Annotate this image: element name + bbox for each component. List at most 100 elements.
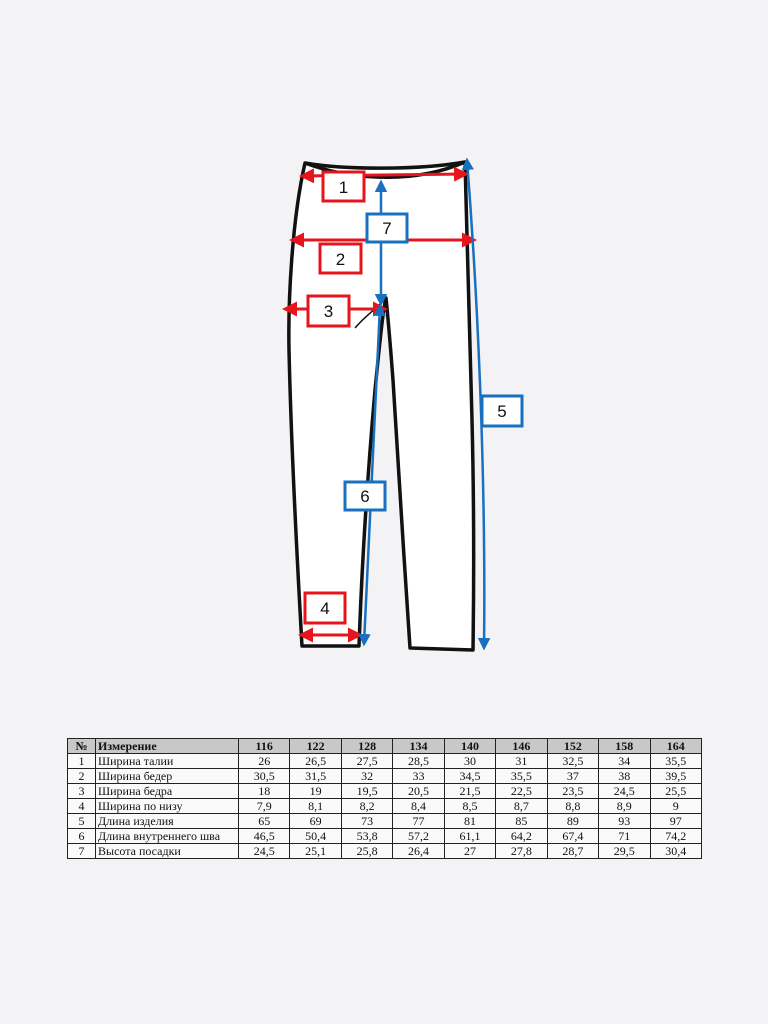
row-value: 27,8 xyxy=(495,843,548,859)
row-value: 24,5 xyxy=(598,783,651,799)
header-size: 122 xyxy=(289,738,342,754)
row-value: 26,4 xyxy=(392,843,445,859)
row-value: 65 xyxy=(237,813,291,829)
row-value: 30,4 xyxy=(649,843,702,859)
row-value: 23,5 xyxy=(546,783,600,799)
row-measurement-name: Длина изделия xyxy=(95,813,239,829)
row-value: 77 xyxy=(392,813,445,829)
row-value: 97 xyxy=(649,813,702,829)
row-value: 31,5 xyxy=(289,768,342,784)
row-value: 29,5 xyxy=(598,843,651,859)
row-value: 57,2 xyxy=(392,828,445,844)
row-value: 37 xyxy=(546,768,600,784)
row-value: 8,9 xyxy=(598,798,651,814)
row-value: 28,7 xyxy=(546,843,600,859)
row-value: 38 xyxy=(598,768,651,784)
row-value: 30 xyxy=(443,753,497,769)
length-arrow xyxy=(461,157,491,651)
row-value: 28,5 xyxy=(392,753,445,769)
row-number: 5 xyxy=(67,813,96,829)
row-number: 3 xyxy=(67,783,96,799)
row-value: 71 xyxy=(598,828,651,844)
size-chart-table: № Измерение 116 122 128 134 140 146 152 … xyxy=(67,738,702,859)
header-size: 164 xyxy=(649,738,702,754)
row-value: 67,4 xyxy=(546,828,600,844)
header-size: 152 xyxy=(546,738,600,754)
row-measurement-name: Ширина талии xyxy=(95,753,239,769)
row-value: 9 xyxy=(649,798,702,814)
row-value: 74,2 xyxy=(649,828,702,844)
row-value: 8,2 xyxy=(340,798,394,814)
row-value: 25,8 xyxy=(340,843,394,859)
row-number: 6 xyxy=(67,828,96,844)
row-value: 19 xyxy=(289,783,342,799)
row-value: 24,5 xyxy=(237,843,291,859)
header-measurement: Измерение xyxy=(95,738,239,754)
row-value: 22,5 xyxy=(495,783,548,799)
label-5: 5 xyxy=(480,394,524,428)
label-4: 4 xyxy=(303,591,347,625)
header-size: 146 xyxy=(495,738,548,754)
row-value: 73 xyxy=(340,813,394,829)
row-value: 32,5 xyxy=(546,753,600,769)
label-3: 3 xyxy=(306,294,351,328)
row-value: 26,5 xyxy=(289,753,342,769)
header-size: 116 xyxy=(237,738,291,754)
row-value: 64,2 xyxy=(495,828,548,844)
header-size: 158 xyxy=(598,738,651,754)
row-number: 4 xyxy=(67,798,96,814)
label-6-text: 6 xyxy=(360,487,369,506)
label-7-text: 7 xyxy=(382,219,391,238)
row-value: 93 xyxy=(598,813,651,829)
row-value: 18 xyxy=(237,783,291,799)
row-value: 46,5 xyxy=(237,828,291,844)
row-value: 31 xyxy=(495,753,548,769)
row-value: 8,7 xyxy=(495,798,548,814)
row-value: 25,5 xyxy=(649,783,702,799)
row-value: 61,1 xyxy=(443,828,497,844)
header-size: 140 xyxy=(443,738,497,754)
row-value: 21,5 xyxy=(443,783,497,799)
row-value: 89 xyxy=(546,813,600,829)
row-measurement-name: Ширина по низу xyxy=(95,798,239,814)
row-value: 8,4 xyxy=(392,798,445,814)
row-value: 8,8 xyxy=(546,798,600,814)
row-value: 34,5 xyxy=(443,768,497,784)
row-value: 35,5 xyxy=(649,753,702,769)
row-number: 7 xyxy=(67,843,96,859)
label-7: 7 xyxy=(365,212,409,244)
row-measurement-name: Ширина бедер xyxy=(95,768,239,784)
label-1-text: 1 xyxy=(339,178,348,197)
row-measurement-name: Высота посадки xyxy=(95,843,239,859)
row-value: 30,5 xyxy=(237,768,291,784)
row-value: 39,5 xyxy=(649,768,702,784)
row-value: 35,5 xyxy=(495,768,548,784)
row-value: 34 xyxy=(598,753,651,769)
row-value: 20,5 xyxy=(392,783,445,799)
row-value: 26 xyxy=(237,753,291,769)
row-value: 32 xyxy=(340,768,394,784)
label-3-text: 3 xyxy=(324,302,333,321)
row-value: 27 xyxy=(443,843,497,859)
label-2-text: 2 xyxy=(336,250,345,269)
row-value: 85 xyxy=(495,813,548,829)
row-number: 2 xyxy=(67,768,96,784)
row-value: 69 xyxy=(289,813,342,829)
row-value: 7,9 xyxy=(237,798,291,814)
row-value: 8,5 xyxy=(443,798,497,814)
header-size: 134 xyxy=(392,738,445,754)
row-measurement-name: Длина внутреннего шва xyxy=(95,828,239,844)
pants-measurement-diagram: 1 2 3 4 5 6 7 xyxy=(282,157,524,652)
inseam-arrow xyxy=(358,303,386,647)
label-5-text: 5 xyxy=(497,402,506,421)
row-value: 19,5 xyxy=(340,783,394,799)
row-value: 8,1 xyxy=(289,798,342,814)
